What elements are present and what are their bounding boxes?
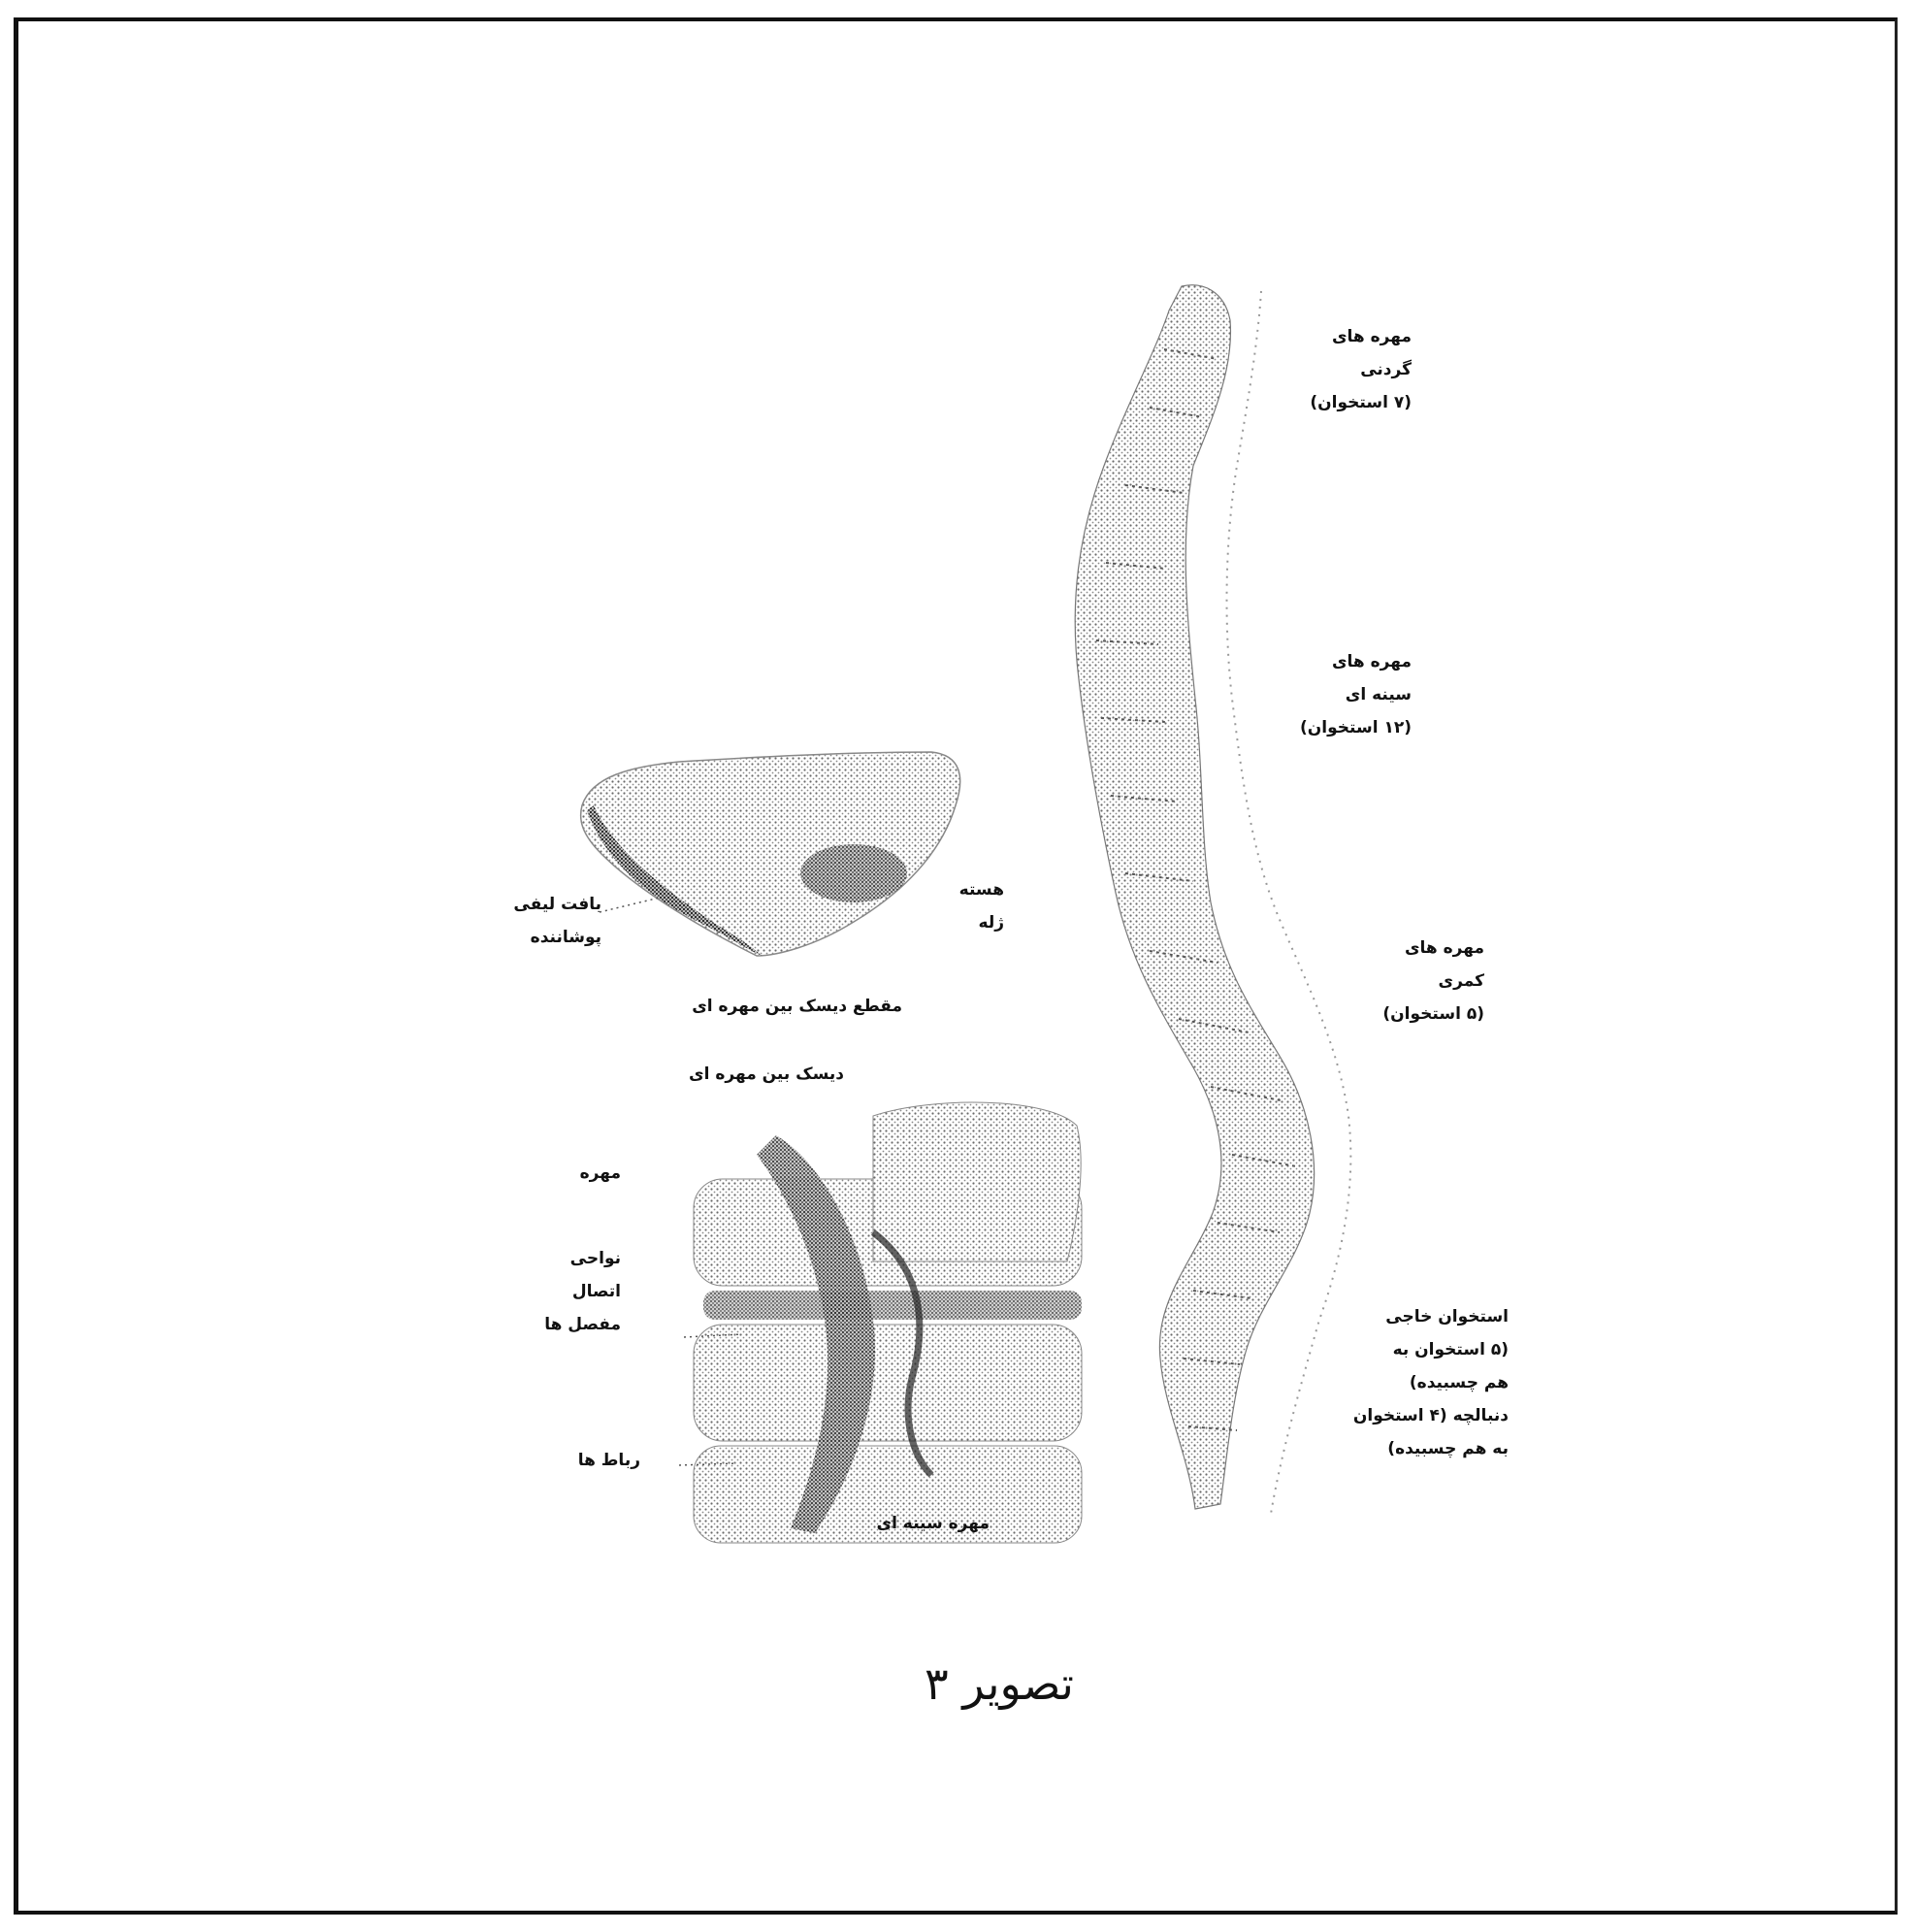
disc-cross-section bbox=[581, 752, 960, 956]
label-vertebra: مهره bbox=[524, 1157, 621, 1190]
label-intervertebral-disc: دیسک بین مهره ای bbox=[543, 1058, 844, 1091]
label-nucleus: هسته ژله bbox=[907, 873, 1004, 939]
label-sacrum-coccyx: استخوان خاجی (۵ استخوان به هم چسبیده) دن… bbox=[1218, 1300, 1509, 1465]
label-annulus-fibrosus: بافت لیفی پوشاننده bbox=[388, 888, 601, 954]
label-thoracic-vertebrae: مهره های سینه ای (۱۲ استخوان) bbox=[1218, 645, 1412, 744]
disc-section-shape bbox=[581, 752, 960, 956]
label-facet-joints: نواحی اتصال مفصل ها bbox=[504, 1242, 621, 1341]
middle-vertebra-shape bbox=[694, 1325, 1082, 1441]
top-vertebra-shape bbox=[873, 1102, 1081, 1261]
vertebrae-closeup bbox=[694, 1102, 1082, 1543]
label-lumbar-vertebrae: مهره های کمری (۵ استخوان) bbox=[1290, 932, 1484, 1031]
label-disc-section: مقطع دیسک بین مهره ای bbox=[543, 990, 902, 1023]
label-cervical-vertebrae: مهره های گردنی (۷ استخوان) bbox=[1218, 320, 1412, 419]
label-ligaments: رباط ها bbox=[504, 1444, 640, 1477]
figure-caption: تصویر ۳ bbox=[854, 1657, 1145, 1710]
label-thoracic-vertebra-closeup: مهره سینه ای bbox=[796, 1507, 990, 1540]
disc-between-shape bbox=[703, 1291, 1082, 1320]
nucleus-shape bbox=[800, 844, 907, 902]
